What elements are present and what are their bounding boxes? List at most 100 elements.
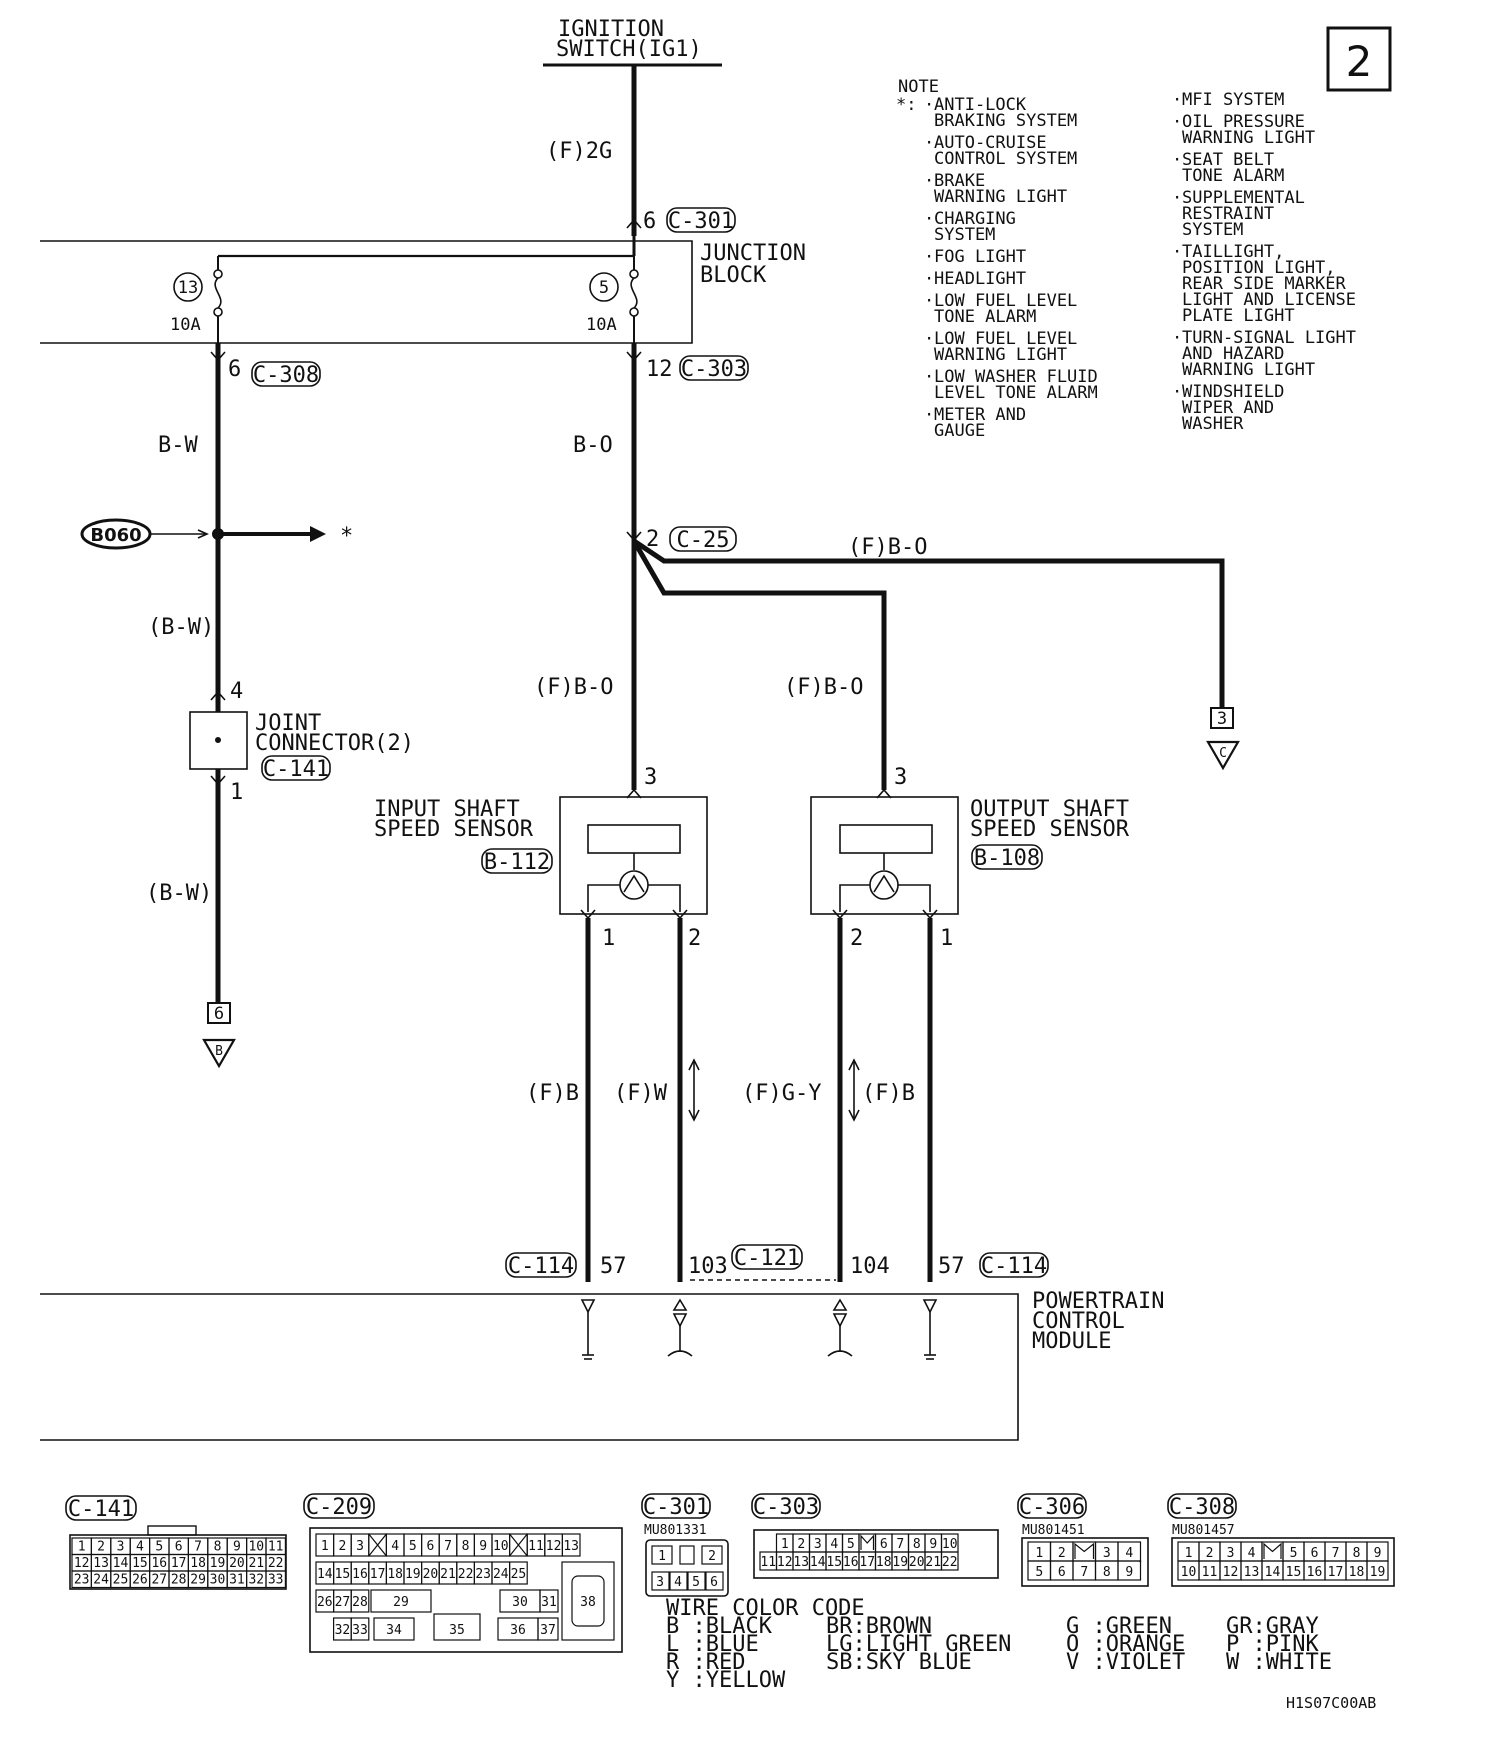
conn-view-c209-body [309,1527,623,1653]
joint-connector-line1: JOINT [255,711,321,736]
wire-color-entry: W :WHITE [1226,1650,1332,1675]
c306-pin: 2 [1058,1546,1066,1561]
wire-color-entry: P :PINK [1226,1632,1319,1657]
c301-pin: 6 [710,1575,718,1590]
input-sensor-element [587,824,681,854]
wire-label-input-2: (F)W [614,1081,668,1106]
conn-tag-c25 [669,526,737,552]
wire-color-code-title: WIRE COLOR CODE [666,1596,865,1621]
note-bullet: · [1172,90,1182,110]
fuse-left-icon [214,277,222,309]
c141-pin: 7 [194,1540,202,1555]
conn-tag-c114-right [979,1252,1049,1278]
c308-pin: 5 [1290,1546,1298,1561]
shield-indicator-output [848,1058,860,1122]
c308-pin: 11 [1202,1565,1218,1580]
conn-view-tag-c141 [65,1495,137,1521]
pcm-terminal-104 [827,1298,853,1357]
note-item-line: LOW FUEL LEVEL [934,291,1077,311]
note-item-line: REAR SIDE MARKER [1182,274,1347,294]
shield-indicator-input [688,1058,700,1122]
c308-pin: 13 [1244,1565,1260,1580]
conn-tag-c114-left [505,1252,577,1278]
conn-view-part-c301: MU801331 [644,1523,707,1538]
note-item-line: WASHER [1182,414,1244,434]
c209-cell [350,1617,370,1641]
wire-color-entry: R :RED [666,1650,745,1675]
note-item-line: PLATE LIGHT [1182,306,1295,326]
c141-pin: 4 [136,1540,144,1555]
c303-pin: 6 [880,1537,888,1552]
note-item-line: ANTI-LOCK [934,95,1027,115]
c209-pin: 29 [393,1595,409,1610]
wire-label-bw: B-W [158,433,198,458]
conn-view-label-c306: C-306 [1019,1495,1085,1520]
c141-pin: 20 [229,1556,245,1571]
c209-pin: 30 [512,1595,528,1610]
c209-pin: 8 [462,1539,470,1554]
c301-pin: 1 [658,1549,666,1564]
c141-pin: 2 [97,1540,105,1555]
c306-pin: 9 [1125,1565,1133,1580]
note-item-line: CONTROL SYSTEM [934,149,1077,169]
conn-tag-b112 [481,848,553,874]
c303-pin: 18 [876,1555,892,1570]
fuse-right-number: 5 [599,278,609,298]
note-item-line: MFI SYSTEM [1182,90,1284,110]
c141-cell [265,1570,286,1589]
pin-input-sensor-left: 1 [602,926,615,951]
c209-pin: 20 [423,1567,439,1582]
joint-connector-dot [215,737,221,743]
conn-view-c141-latch [147,1525,197,1536]
note-item-line: LOW FUEL LEVEL [934,329,1077,349]
note-item-line: LIGHT AND LICENSE [1182,290,1356,310]
pin-joint-bottom: 1 [230,780,243,805]
terminal-6-number: 6 [214,1004,224,1024]
c209-cell [350,1589,370,1613]
c308-cell [1366,1560,1389,1581]
c141-pin: 17 [171,1556,187,1571]
c141-pin: 3 [117,1540,125,1555]
c141-pin: 15 [132,1556,148,1571]
note-item-line: TAILLIGHT, [1182,242,1284,262]
c209-pin: 6 [426,1539,434,1554]
note-bullet: · [1172,188,1182,208]
conn-label-c121: C-121 [734,1246,800,1271]
c308-pin: 18 [1349,1565,1365,1580]
wire-color-entry: LG:LIGHT GREEN [826,1632,1011,1657]
c306-pin: 5 [1035,1565,1043,1580]
wire-color-entry: Y :YELLOW [666,1668,786,1693]
note-bullet: · [924,329,934,349]
note-item-line: TONE ALARM [1182,166,1284,186]
conn-label-c141: C-141 [263,757,329,782]
pin-pcm-57-left: 57 [600,1254,627,1279]
c308-key-mark [1263,1542,1282,1559]
conn-view-part-c306: MU801451 [1022,1523,1085,1538]
note-item-line: WINDSHIELD [1182,382,1284,402]
c141-pin: 18 [190,1556,206,1571]
note-bullet: · [1172,382,1182,402]
c209-pin: 19 [405,1567,421,1582]
pcm-label-line2: CONTROL [1032,1309,1125,1334]
wire-color-entry: V :VIOLET [1066,1650,1185,1675]
pin-output-sensor-left: 2 [850,926,863,951]
note-item-line: TURN-SIGNAL LIGHT [1182,328,1356,348]
c141-pin: 16 [151,1556,167,1571]
wire-color-entry: SB:SKY BLUE [826,1650,972,1675]
conn-view-tag-c209 [303,1493,375,1519]
fuse-left-amp: 10A [170,315,201,335]
c209-cell [433,1613,481,1641]
c209-pin: 27 [335,1595,351,1610]
c303-pin: 13 [793,1555,809,1570]
c209-pin: 1 [321,1539,329,1554]
fuse-left-number: 13 [178,278,198,298]
note-item-line: SUPPLEMENTAL [1182,188,1305,208]
note-bullet: · [1172,242,1182,262]
c209-pin: 18 [387,1567,403,1582]
c303-pin: 21 [925,1555,941,1570]
fuse-right-terminal-bottom [629,307,639,317]
